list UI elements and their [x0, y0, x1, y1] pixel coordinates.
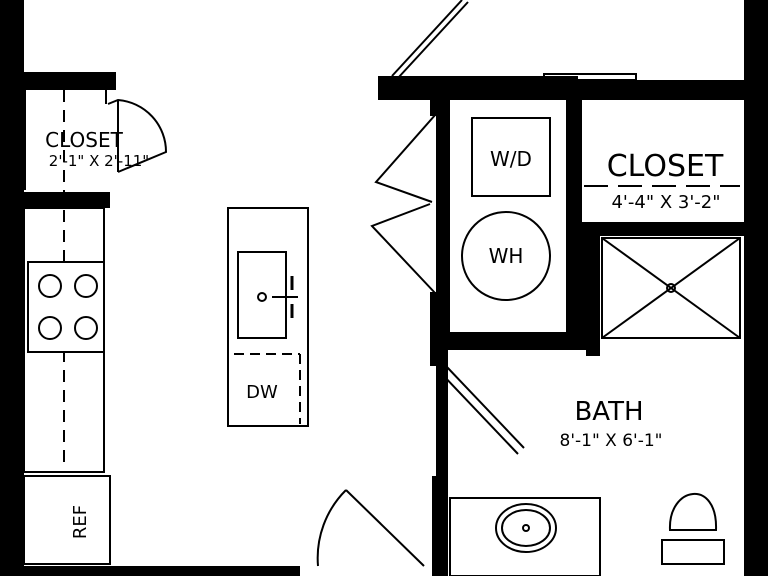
- wall-top-right-cap: [704, 82, 744, 100]
- entry-door: [316, 489, 425, 567]
- bifold-lower: [370, 203, 437, 295]
- wd-label: W/D: [490, 147, 532, 171]
- bath-vanity: [449, 497, 601, 576]
- shower-drain: [666, 283, 676, 293]
- small-closet-dims: 2'-1" X 2'-11": [49, 152, 149, 170]
- dw-label: DW: [246, 382, 278, 403]
- top-door-panel-a: [391, 0, 463, 77]
- wall-small-closet-top: [24, 72, 116, 90]
- laundry-closet-floor: [450, 100, 566, 334]
- laundry-bifold-doors: [370, 113, 437, 295]
- burner-2: [74, 274, 98, 298]
- toilet-tank: [661, 539, 725, 565]
- wall-shower-left: [586, 222, 600, 356]
- wall-closet-bottom: [576, 222, 744, 236]
- wall-top-right-stub: [744, 0, 768, 90]
- small-closet-name: CLOSET: [45, 128, 123, 152]
- kitchen-counter: [23, 207, 111, 565]
- island-sink: [237, 251, 287, 339]
- sink-drain: [257, 292, 267, 302]
- bath-door-panel-b: [439, 371, 519, 455]
- laundry-fixtures: [461, 117, 551, 301]
- top-door-panel-b: [397, 1, 469, 79]
- entry-door-panel: [345, 489, 425, 567]
- island-outline: [227, 207, 309, 427]
- large-closet-floor: [582, 100, 744, 222]
- wall-bath-left: [432, 476, 448, 576]
- large-closet-dims: 4'-4" X 3'-2": [611, 192, 720, 213]
- wall-small-closet-bottom: [24, 192, 110, 208]
- ref-label: REF: [70, 505, 91, 539]
- toilet-bowl: [668, 492, 718, 531]
- water-heater: [461, 211, 551, 301]
- bath-sink-outer: [495, 503, 557, 553]
- wh-label: WH: [489, 244, 524, 268]
- large-closet-name: CLOSET: [607, 149, 724, 184]
- bifold-upper: [374, 113, 437, 203]
- wall-left-closet: [8, 72, 26, 190]
- bath-sink-drain: [522, 524, 530, 532]
- burner-1: [38, 274, 62, 298]
- range: [27, 261, 105, 353]
- top-doors: [391, 0, 637, 81]
- wall-laundry-bottom: [430, 332, 600, 350]
- wall-laundry-right: [566, 92, 582, 342]
- bath-fixtures: [449, 492, 725, 576]
- range-outline: [27, 261, 105, 353]
- wall-laundry-left: [430, 92, 448, 116]
- burner-3: [38, 316, 62, 340]
- shower-diag-2: [601, 237, 741, 339]
- washer-dryer: [471, 117, 551, 197]
- bath-door: [439, 365, 525, 455]
- wall-bottom-left: [0, 566, 300, 576]
- bath-dims: 8'-1" X 6'-1": [560, 431, 663, 451]
- top-window: [543, 73, 637, 81]
- bath-door-panel: [445, 365, 525, 449]
- bath-name: BATH: [574, 397, 643, 427]
- wall-laundry-left-lower: [430, 292, 448, 366]
- shower: [601, 237, 741, 339]
- floor-areas: [24, 0, 744, 576]
- upper-right-floor: [436, 0, 744, 80]
- shower-outline: [601, 237, 741, 339]
- refrigerator: [23, 475, 111, 565]
- small-closet: [63, 90, 168, 192]
- bath-sink-inner: [501, 509, 551, 547]
- burner-4: [74, 316, 98, 340]
- entry-door-swing: [316, 489, 347, 567]
- kitchen-island: [227, 207, 309, 427]
- small-closet-door-swing: [107, 98, 168, 173]
